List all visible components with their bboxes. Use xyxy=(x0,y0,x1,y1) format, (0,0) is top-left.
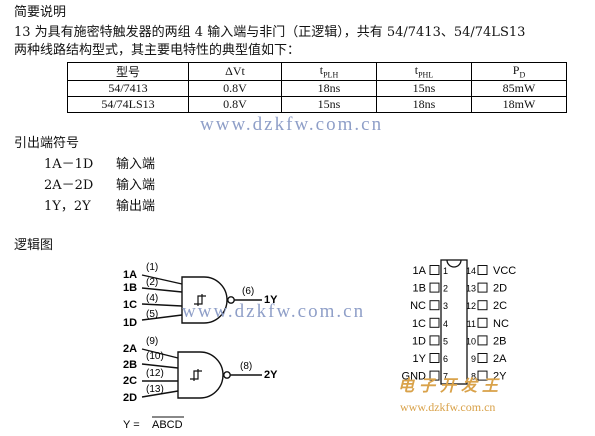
gate1-input-b: 1B xyxy=(123,282,137,294)
table-cell: 18ns xyxy=(376,96,472,113)
dip-pin-box xyxy=(429,317,440,328)
gate1-input-c: 1C xyxy=(123,299,137,311)
dip-pin-number: 4 xyxy=(443,319,448,329)
dip-pin-box xyxy=(429,353,440,363)
table-cell: 15ns xyxy=(281,96,377,113)
pin-symbol: 1A－1D xyxy=(44,157,94,172)
dip-pin-box xyxy=(429,265,440,275)
dip-pin-number: 3 xyxy=(443,301,448,311)
dip-pin-name: 1C xyxy=(412,318,426,330)
gate2-pin-c: (12) xyxy=(146,368,164,379)
gate1-output: 1Y xyxy=(264,294,278,306)
section-title-pins: 引出端符号 xyxy=(14,136,80,151)
watermark-text: www.dzkfw.com.cn xyxy=(400,400,495,414)
gate2-pin-d: (13) xyxy=(146,384,164,395)
dip-pin-name: 1D xyxy=(412,335,426,347)
dip-pin-box xyxy=(477,317,488,328)
dip-pin-name: NC xyxy=(493,318,509,330)
pin-desc: 输入端 xyxy=(116,157,156,172)
watermark-text: www.dzkfw.com.cn xyxy=(200,114,384,135)
dip-pin-box xyxy=(429,370,440,381)
gate1-pin-c: (4) xyxy=(146,293,158,304)
dip-pin-box xyxy=(477,282,488,293)
table-row: 54/74LS13 0.8V 15ns 18ns 18mW xyxy=(67,96,567,113)
nand-gate-2 xyxy=(141,348,262,399)
spec-table: 型号 ΔVt tPLH tPHL PD 54/7413 0.8V 18ns 15… xyxy=(67,62,567,113)
dip-pin-box xyxy=(429,282,440,293)
header-pd: PD xyxy=(471,62,567,81)
dip-pin-name: 1A xyxy=(413,265,427,277)
gate2-input-c: 2C xyxy=(123,375,137,387)
dip-pin-box xyxy=(477,265,488,275)
table-cell: 0.8V xyxy=(188,96,282,113)
table-cell: 18ns xyxy=(281,80,377,97)
gate2-pin-a: (9) xyxy=(146,336,158,347)
dip-pin-box xyxy=(477,370,488,381)
dip-pin-name: 2A xyxy=(493,353,507,365)
dip-package xyxy=(440,259,468,385)
pin-desc: 输入端 xyxy=(116,178,156,193)
gate1-pin-b: (2) xyxy=(146,277,158,288)
dip-pin-name: 1B xyxy=(413,283,426,295)
dip-pin-box xyxy=(429,335,440,346)
pin-symbol: 2A－2D xyxy=(44,178,94,193)
dip-pin-name: 1Y xyxy=(413,353,427,365)
dip-pin-number: 9 xyxy=(471,354,476,364)
dip-pin-number: 1 xyxy=(443,266,448,276)
dip-pin-box xyxy=(477,335,488,346)
intro-line-1: 13 为具有施密特触发器的两组 4 输入端与非门（正逻辑），共有 54/7413… xyxy=(14,25,526,40)
dip-pin-number: 10 xyxy=(466,336,476,346)
dip-pin-number: 12 xyxy=(466,301,476,311)
dip-pin-number: 14 xyxy=(466,266,476,276)
dip-pin-number: 13 xyxy=(466,284,476,294)
gate2-input-b: 2B xyxy=(123,359,137,371)
watermark-logo-text: 电子开发王 xyxy=(398,377,503,395)
dip-pin-name: 2Y xyxy=(493,371,507,383)
dip-pin-box xyxy=(429,300,440,311)
dip-pin-number: 2 xyxy=(443,284,448,294)
dip-pin-name: 2D xyxy=(493,283,507,295)
dip-pin-number: 6 xyxy=(443,354,448,364)
equation-right: ABCD xyxy=(152,419,183,431)
dip-pin-box xyxy=(477,300,488,311)
dip-pin-number: 8 xyxy=(471,372,476,382)
pin-desc: 输出端 xyxy=(116,199,156,214)
section-title-logic: 逻辑图 xyxy=(14,238,54,253)
gate2-input-d: 2D xyxy=(123,392,137,404)
dip-pin-name: 2C xyxy=(493,300,507,312)
dip-pin-number: 7 xyxy=(443,372,448,382)
gate2-output: 2Y xyxy=(264,369,278,381)
watermark-text: www.dzkfw.com.cn xyxy=(182,301,365,322)
gate2-out-pin: (8) xyxy=(240,361,252,372)
header-delta-vt: ΔVt xyxy=(188,62,282,81)
dip-pin-name: VCC xyxy=(493,265,516,277)
table-cell: 54/74LS13 xyxy=(67,96,189,113)
intro-line-2: 两种线路结构型式，其主要电特性的典型值如下： xyxy=(14,43,301,58)
gate1-input-d: 1D xyxy=(123,317,137,329)
gate2-pin-b: (10) xyxy=(146,351,164,362)
gate1-input-a: 1A xyxy=(123,269,137,281)
section-title-description: 简要说明 xyxy=(14,5,67,20)
dip-pin-name: 2B xyxy=(493,335,506,347)
table-cell: 18mW xyxy=(471,96,567,113)
equation-left: Y = xyxy=(123,419,140,431)
pin-symbol: 1Y，2Y xyxy=(44,199,91,214)
gate1-pin-d: (5) xyxy=(146,309,158,320)
gate1-out-pin: (6) xyxy=(242,286,254,297)
dip-pin-name: NC xyxy=(410,300,426,312)
dip-pin-name: GND xyxy=(402,371,427,383)
dip-pin-number: 11 xyxy=(467,319,476,329)
dip-pin-box xyxy=(477,353,488,363)
dip-pin-number: 5 xyxy=(443,336,448,346)
table-header-row: 型号 ΔVt tPLH tPHL PD xyxy=(67,62,567,81)
nand-gate-1 xyxy=(141,274,262,324)
gate2-input-a: 2A xyxy=(123,343,137,355)
gate1-pin-a: (1) xyxy=(146,262,158,273)
